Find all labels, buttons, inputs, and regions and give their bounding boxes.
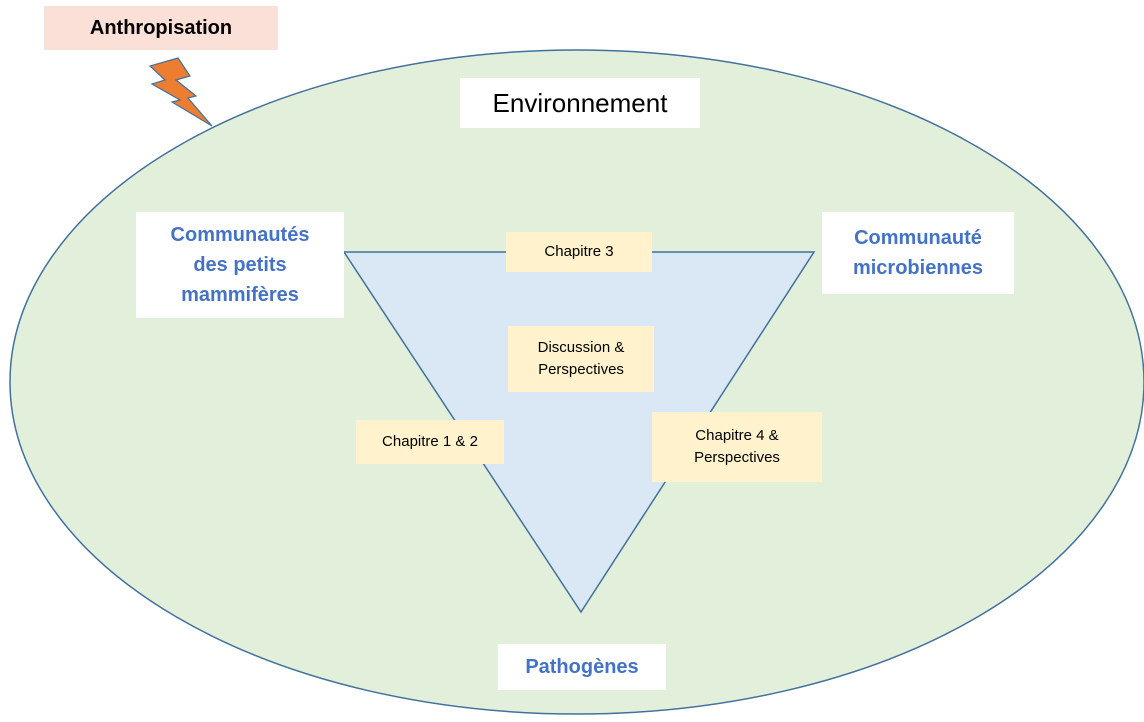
lightning-bolt-icon — [148, 57, 213, 127]
pathogens-node: Pathogènes — [498, 644, 666, 690]
pathogens-text: Pathogènes — [525, 656, 639, 678]
chapter-4-line2: Perspectives — [694, 449, 780, 466]
small-mammals-line1: Communautés — [170, 224, 310, 246]
microbial-communities-node: Communauté microbiennes — [822, 212, 1014, 294]
environment-text: Environnement — [492, 87, 668, 118]
environment-label: Environnement — [460, 78, 700, 128]
discussion-perspectives-label: Discussion & Perspectives — [508, 326, 654, 392]
chapter-4-perspectives-label: Chapitre 4 & Perspectives — [652, 412, 822, 482]
small-mammals-node: Communautés des petits mammifères — [136, 212, 344, 318]
chapter-3-label: Chapitre 3 — [506, 232, 652, 272]
microbial-line1: Communauté — [854, 227, 982, 249]
chapter-1-2-text: Chapitre 1 & 2 — [382, 433, 478, 450]
anthropisation-text: Anthropisation — [89, 16, 233, 39]
small-mammals-line2: des petits — [193, 254, 287, 276]
discussion-line2: Perspectives — [538, 361, 624, 378]
discussion-line1: Discussion & — [537, 339, 625, 356]
microbial-line2: microbiennes — [852, 257, 984, 279]
chapter-1-2-label: Chapitre 1 & 2 — [356, 420, 504, 464]
chapter-4-line1: Chapitre 4 & — [695, 427, 779, 444]
small-mammals-line3: mammifères — [181, 284, 299, 306]
anthropisation-label: Anthropisation — [44, 6, 278, 50]
chapter-3-text: Chapitre 3 — [544, 243, 614, 260]
